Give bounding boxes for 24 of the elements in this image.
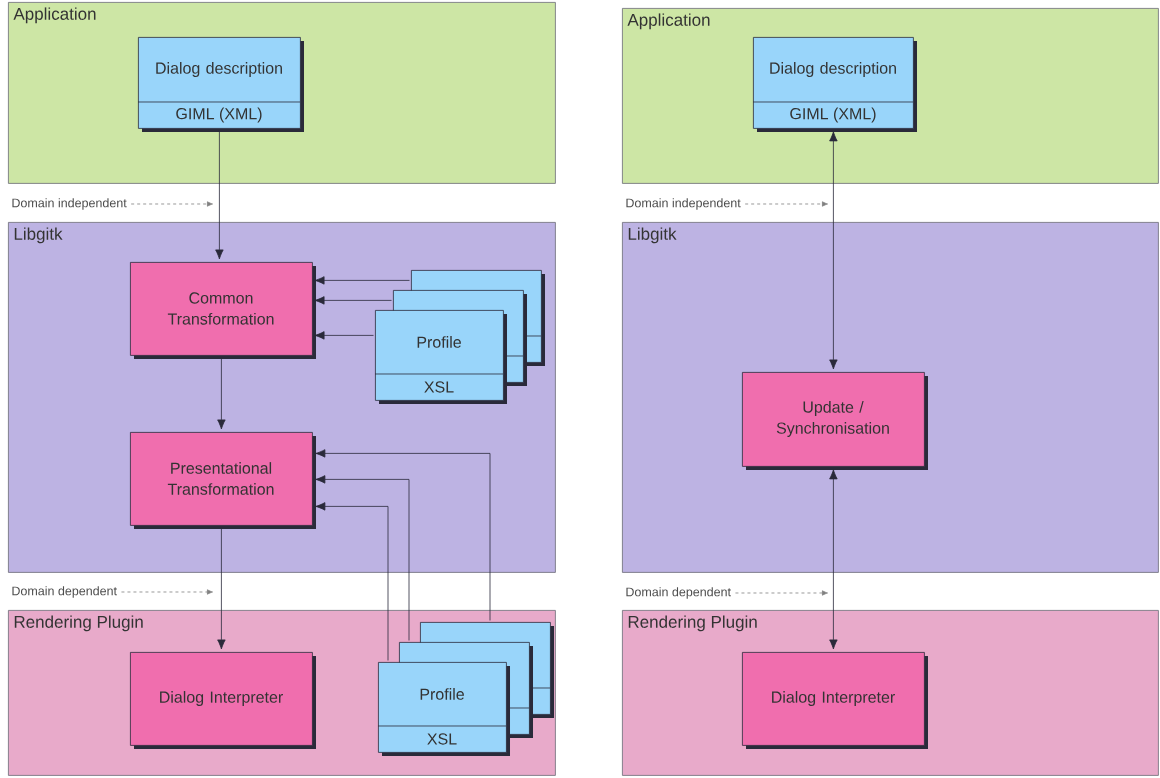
arrow [314,331,374,340]
domain-label: Domain independent [12,198,127,210]
arrow [315,502,389,661]
domain-label: Domain dependent [12,586,117,598]
domain-label: Domain independent [626,198,741,210]
arrow [315,475,410,641]
document-box: Profile XSL [374,310,507,404]
domain-label: Domain dependent [626,587,731,599]
arrow [215,129,224,260]
arrow [829,469,838,650]
process-box: Dialog Interpreter [742,652,928,749]
arrow [217,526,226,650]
arrow [829,131,838,370]
arrow [217,356,226,430]
process-box: Common Transformation [130,262,316,359]
process-box: Dialog Interpreter [130,652,316,749]
document-box: Profile XSL [377,662,510,756]
process-box: Presentational Transformation [130,432,316,529]
process-box: Update / Synchronisation [742,372,928,470]
arrow [314,296,392,305]
document-box: Dialog description GIML (XML) [137,37,304,132]
arrow [314,276,410,285]
arrow [315,449,491,621]
document-box: Dialog description GIML (XML) [752,37,917,132]
